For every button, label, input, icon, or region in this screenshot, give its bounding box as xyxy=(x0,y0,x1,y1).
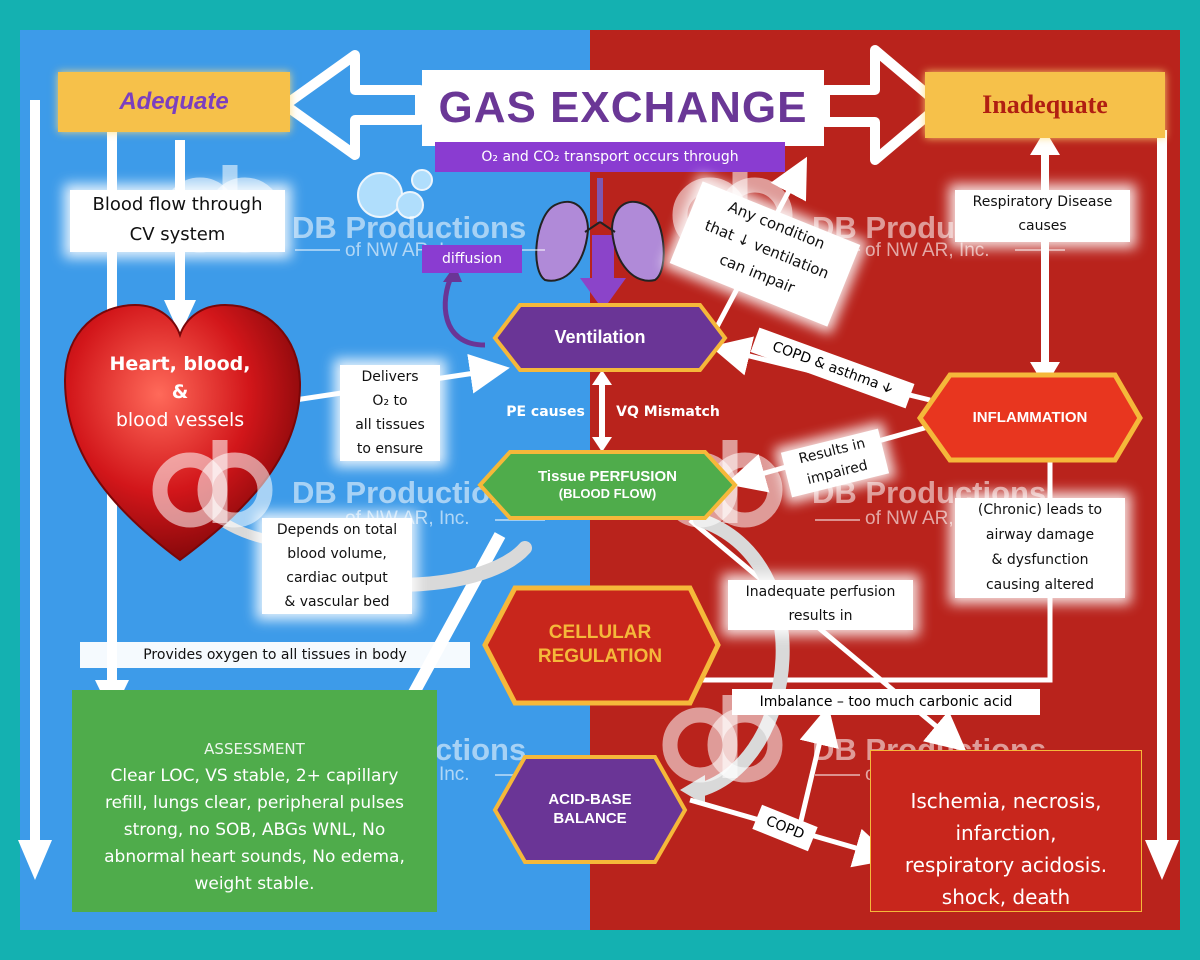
ventilation-node xyxy=(492,303,728,372)
inadequate-box: Inadequate xyxy=(925,72,1165,138)
perfusion-node xyxy=(477,450,738,520)
watermark-subtext: of NW AR, Inc. xyxy=(865,240,990,261)
delivers-note: Delivers O₂ to all tissues to ensure xyxy=(340,365,440,461)
provides-oxygen-label: Provides oxygen to all tissues in body xyxy=(143,647,407,663)
inflammation-node xyxy=(916,372,1143,463)
assessment-heading: ASSESSMENT xyxy=(204,740,305,758)
bubbles-icon xyxy=(357,169,433,219)
adequate-box: Adequate xyxy=(58,72,290,132)
title-subtitle: O₂ and CO₂ transport occurs through xyxy=(435,142,785,172)
cellular-regulation-label: CELLULAR REGULATION xyxy=(537,622,663,667)
page-title: GAS EXCHANGE xyxy=(438,83,808,132)
depends-note: Depends on total blood volume, cardiac o… xyxy=(262,518,412,614)
assessment-box: ASSESSMENT Clear LOC, VS stable, 2+ capi… xyxy=(72,690,437,912)
big-right-arrow xyxy=(820,45,945,165)
perfusion-label: Tissue PERFUSION (BLOOD FLOW) xyxy=(538,467,677,502)
inflammation-label: INFLAMMATION xyxy=(972,408,1088,426)
chronic-note: (Chronic) leads to airway damage & dysfu… xyxy=(955,498,1125,598)
title-box: GAS EXCHANGE xyxy=(422,70,824,146)
lungs-icon xyxy=(535,178,665,282)
ventilation-label: Ventilation xyxy=(554,327,646,348)
watermark-text: DB Productions xyxy=(292,210,527,245)
diffusion-label: diffusion xyxy=(422,245,522,273)
big-left-arrow xyxy=(280,50,425,160)
cellular-regulation-node xyxy=(482,585,721,706)
vq-mismatch-label: VQ Mismatch xyxy=(616,404,720,420)
blood-flow-note: Blood flow through CV system xyxy=(70,190,285,252)
imbalance-note: Imbalance – too much carbonic acid xyxy=(732,689,1040,715)
acid-base-node xyxy=(492,755,688,864)
outcome-box: Ischemia, necrosis, infarction, respirat… xyxy=(870,750,1142,912)
heart-label: Heart, blood, & blood vessels xyxy=(109,353,251,431)
acid-base-label: ACID-BASE BALANCE xyxy=(548,791,632,827)
pe-causes-label: PE causes xyxy=(506,404,585,420)
respiratory-disease-note: Respiratory Disease causes xyxy=(955,190,1130,242)
inadequate-perfusion-note: Inadequate perfusion results in xyxy=(728,580,913,630)
